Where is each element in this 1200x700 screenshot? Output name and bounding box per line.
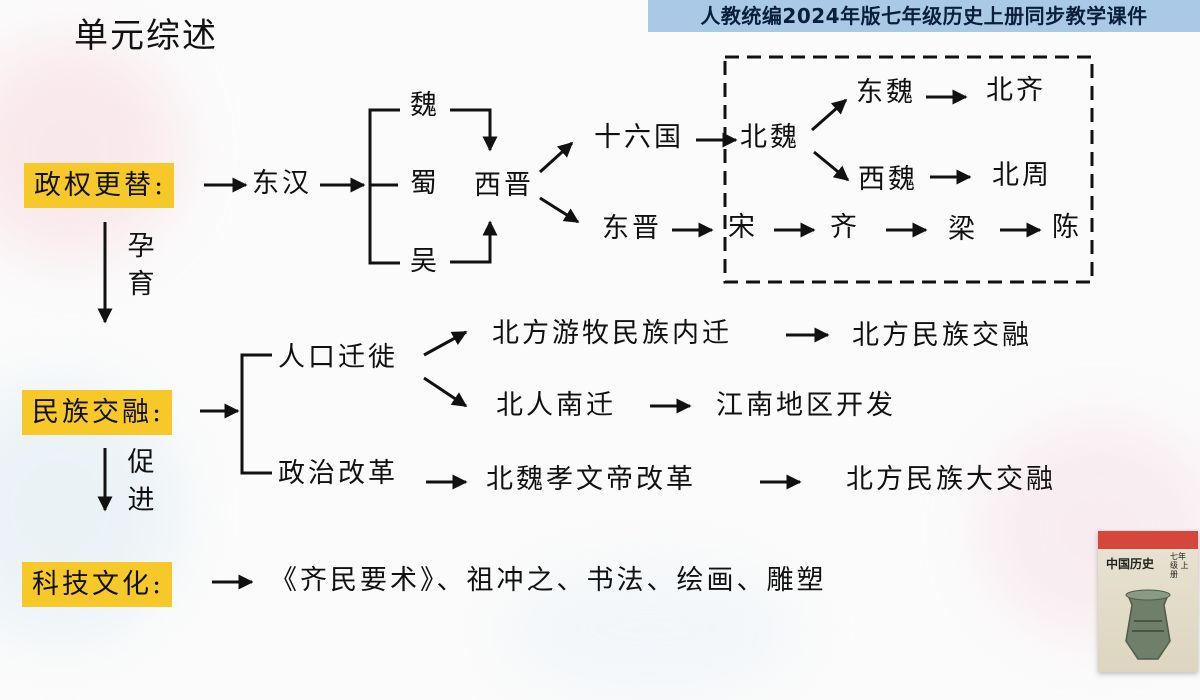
node-song: 宋	[728, 212, 758, 243]
node-dongwei: 东魏	[856, 77, 916, 108]
node-south-move: 北人南迁	[496, 390, 616, 421]
node-donghan: 东汉	[252, 168, 312, 199]
arrow-migration-nomad	[423, 330, 468, 357]
arrow-wu-xijin	[450, 220, 498, 264]
node-north-fusion: 北方民族交融	[852, 320, 1032, 351]
cover-grade: 七年级 上册	[1170, 552, 1189, 579]
node-migration: 人口迁徙	[278, 342, 398, 373]
link-nurture-char: 孕	[127, 231, 155, 262]
cover-band	[1098, 531, 1198, 549]
node-great-fusion: 北方民族大交融	[846, 464, 1056, 495]
node-chen: 陈	[1052, 212, 1082, 243]
node-beizhou: 北周	[992, 160, 1052, 191]
link-nurture: 孕 育	[126, 228, 156, 304]
node-shu: 蜀	[410, 168, 440, 199]
node-beiwei: 北魏	[740, 122, 800, 153]
node-beiqi: 北齐	[986, 75, 1046, 106]
node-qi: 齐	[830, 212, 860, 243]
dashed-box-north-south	[723, 55, 1094, 284]
node-xiaowen: 北魏孝文帝改革	[486, 464, 696, 495]
link-promote: 促 进	[126, 444, 156, 520]
category-politics: 政权更替:	[24, 163, 175, 208]
culture-items: 《齐民要术》、祖冲之、书法、绘画、雕塑	[270, 565, 827, 596]
link-nurture-char: 育	[127, 268, 155, 300]
cover-title: 中国历史	[1106, 557, 1155, 571]
node-dongjin: 东晋	[602, 213, 662, 244]
link-promote-char: 进	[127, 484, 155, 516]
node-wu: 吴	[410, 246, 440, 277]
arrow-xijin-dongjin	[539, 196, 580, 224]
node-xiwei: 西魏	[858, 164, 918, 195]
node-jiangnan: 江南地区开发	[716, 390, 896, 421]
arrow-wei-xijin	[450, 108, 498, 152]
node-liang: 梁	[948, 214, 978, 245]
arrow-migration-south	[423, 376, 468, 408]
category-ethnic: 民族交融:	[22, 390, 173, 435]
node-wei: 魏	[410, 90, 440, 121]
link-promote-char: 促	[127, 447, 155, 478]
node-reform: 政治改革	[278, 458, 398, 489]
bronze-vessel-icon	[1125, 589, 1171, 660]
node-xijin: 西晋	[474, 170, 534, 201]
bracket-ethnic	[240, 353, 272, 475]
diagram-connectors	[97, 55, 1094, 590]
arrow-beiwei-xiwei	[813, 150, 850, 182]
page-title: 单元综述	[74, 16, 218, 56]
node-shiliuguo: 十六国	[594, 122, 684, 153]
arrow-beiwei-dongwei	[811, 98, 848, 132]
textbook-cover-image: 中国历史 七年级 上册	[1098, 531, 1198, 672]
background-blob	[0, 40, 180, 260]
category-culture: 科技文化:	[22, 562, 173, 607]
node-north-nomad: 北方游牧民族内迁	[492, 318, 732, 349]
course-banner: 人教统编2024年版七年级历史上册同步教学课件	[648, 0, 1200, 32]
arrow-xijin-shiliuguo	[538, 141, 574, 174]
